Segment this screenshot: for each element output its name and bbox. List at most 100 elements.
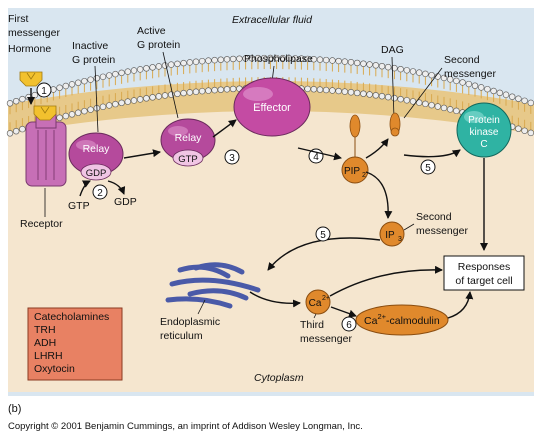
ip3-label: IP (385, 230, 395, 241)
hormone-list-item: Oxytocin (34, 363, 75, 375)
membrane-lipid-head (74, 109, 82, 116)
effector-activation-arrow (212, 119, 237, 138)
membrane-lipid-head (465, 80, 472, 88)
membrane-lipid-head (124, 68, 132, 75)
membrane-lipid-head (316, 56, 324, 63)
kinase-activation-arrow (403, 149, 461, 158)
responses-label: Responses (458, 261, 511, 273)
phospholipase-label: Phospholipase (244, 53, 313, 65)
membrane-lipid-head (118, 69, 125, 77)
step-2-number: 2 (97, 188, 103, 199)
membrane-lipid-head (137, 96, 144, 103)
second-messenger-ip3-label: Second (416, 211, 452, 223)
membrane-lipid-head (124, 98, 132, 105)
responses-label-line2: of target cell (455, 275, 512, 287)
membrane-lipid-head (428, 101, 435, 109)
membrane-lipid-head (335, 57, 342, 65)
membrane-lipid-head (434, 103, 441, 110)
membrane-lipid-head (68, 111, 76, 118)
dag-molecule (389, 112, 401, 137)
pip2-molecule: PIP 2 (341, 114, 369, 184)
membrane-lipid-head (292, 55, 299, 62)
membrane-lipid-head (521, 127, 528, 134)
membrane-lipid-head (62, 112, 70, 120)
calmodulin-binding-arrow (330, 306, 357, 318)
membrane-lipid-head (422, 70, 429, 78)
protein-kinase-c-label: Protein (468, 115, 500, 126)
membrane-lipid-head (87, 106, 94, 113)
extracellular-fluid-label: Extracellular fluid (232, 14, 313, 26)
first-messenger-label: First (8, 13, 28, 25)
third-messenger-label-line2: messenger (300, 333, 352, 345)
membrane-lipid-head (304, 55, 311, 63)
membrane-lipid-head (168, 61, 175, 68)
membrane-lipid-head (298, 55, 305, 62)
membrane-lipid-head (453, 107, 460, 115)
membrane-lipid-head (459, 79, 466, 86)
membrane-lipid-head (31, 91, 38, 99)
hormone-molecule-free (19, 71, 43, 87)
membrane-lipid-head (105, 102, 113, 109)
membrane-lipid-head (217, 86, 225, 93)
membrane-lipid-head (130, 97, 138, 104)
pip2-subscript: 2 (362, 172, 366, 179)
inactive-g-protein-label-line2: G protein (72, 54, 115, 66)
membrane-lipid-head (149, 94, 156, 101)
membrane-lipid-head (186, 59, 194, 66)
membrane-lipid-head (161, 92, 169, 99)
copyright-notice: Copyright © 2001 Benjamin Cummings, an i… (8, 421, 363, 432)
membrane-lipid-head (211, 86, 218, 94)
pip2-cleavage-arrow (297, 147, 342, 161)
membrane-lipid-head (112, 100, 119, 108)
gtp-bound-label: GTP (178, 154, 198, 165)
membrane-lipid-head (68, 81, 76, 88)
relay-inactive-label: Relay (83, 143, 111, 155)
relay-active-label: Relay (175, 132, 203, 144)
calmodulin-label-superscript: 2+ (377, 312, 386, 321)
endoplasmic-reticulum-label-line2: reticulum (160, 330, 203, 342)
membrane-lipid-head (329, 57, 336, 64)
step-3-number: 3 (229, 153, 235, 164)
protein-kinase-c-label-line2: kinase (470, 127, 499, 138)
endoplasmic-reticulum-label: Endoplasmic (160, 316, 220, 328)
active-g-protein-label: Active (137, 25, 166, 37)
membrane-lipid-head (360, 60, 367, 67)
inactive-g-protein: Relay GDP (68, 132, 124, 181)
hormone-list-box: Catecholamines TRH ADH LHRH Oxytocin (27, 307, 123, 381)
membrane-lipid-head (403, 67, 410, 74)
membrane-lipid-head (490, 87, 497, 95)
membrane-lipid-head (378, 92, 386, 100)
membrane-lipid-head (155, 93, 163, 100)
membrane-lipid-head (285, 55, 293, 62)
calmodulin-label-ca: Ca (364, 315, 378, 327)
hormone-label: Hormone (8, 43, 51, 55)
membrane-lipid-head (416, 69, 423, 76)
membrane-lipid-head (118, 99, 125, 107)
membrane-lipid-head (515, 95, 522, 102)
membrane-lipid-head (391, 64, 398, 72)
ip3-subscript: 3 (398, 236, 402, 243)
membrane-lipid-head (360, 90, 367, 97)
membrane-lipid-head (354, 89, 361, 97)
membrane-lipid-head (74, 79, 82, 86)
cytoplasm-label: Cytoplasm (254, 372, 304, 384)
membrane-lipid-head (143, 65, 150, 72)
step-6-number: 6 (346, 320, 352, 331)
step-5b-number: 5 (320, 230, 326, 241)
g-protein-activation-arrow (123, 149, 161, 159)
membrane-lipid-head (112, 70, 119, 78)
second-messenger-ip3-label-line2: messenger (416, 225, 468, 237)
membrane-lipid-head (329, 87, 336, 94)
membrane-lipid-head (217, 56, 225, 63)
membrane-lipid-head (6, 100, 14, 107)
responses-box: Responses of target cell (443, 255, 525, 291)
membrane-lipid-head (248, 55, 256, 62)
third-messenger-leader (313, 313, 317, 319)
membrane-lipid-head (484, 85, 491, 93)
membrane-lipid-head (180, 89, 187, 97)
membrane-lipid-head (161, 62, 169, 69)
membrane-lipid-head (347, 59, 355, 66)
figure-letter: (b) (8, 403, 22, 415)
membrane-lipid-head (521, 97, 528, 104)
step-1-number: 1 (41, 86, 47, 97)
